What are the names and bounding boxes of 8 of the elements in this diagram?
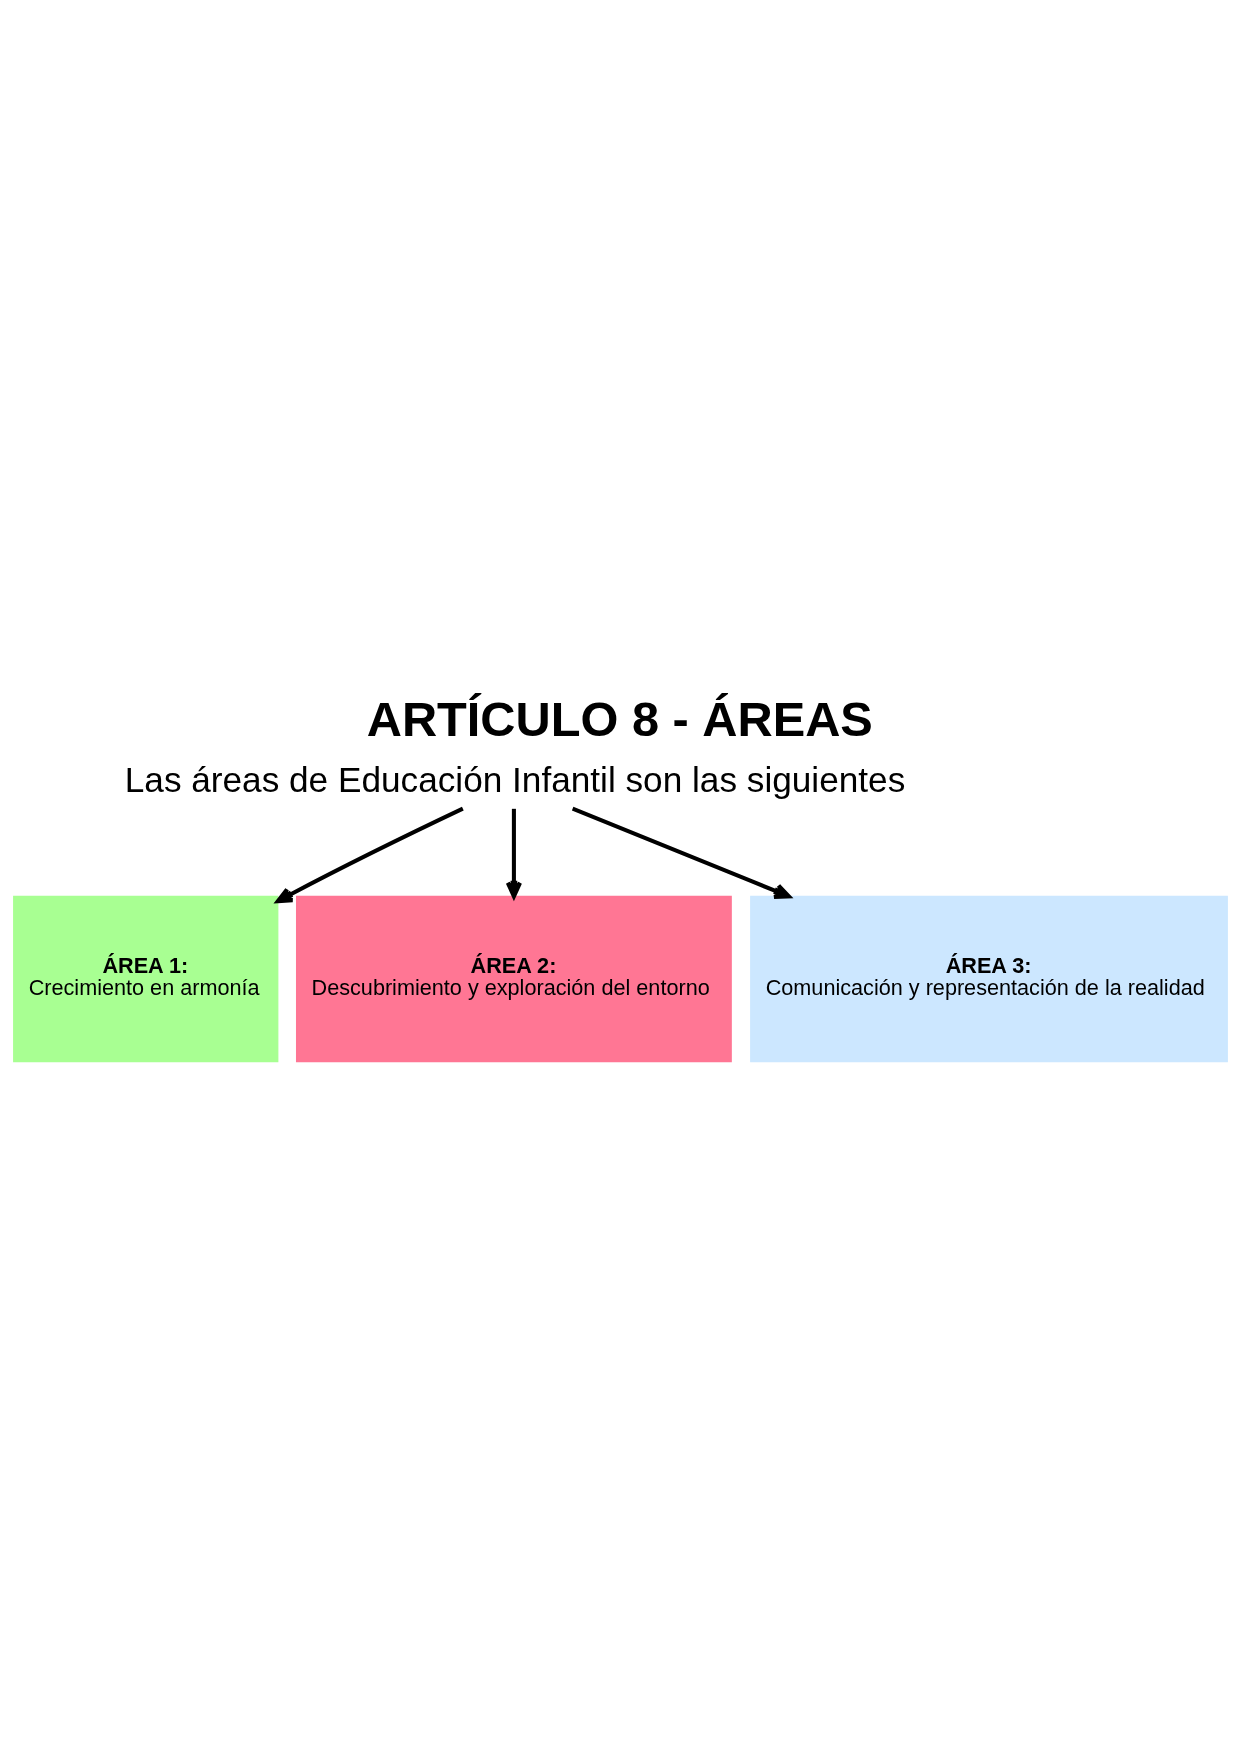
node-box: ÁREA 3: Comunicación y representación de la realidad — [750, 895, 1228, 1063]
arrow — [571, 806, 791, 899]
arrow — [275, 806, 464, 904]
node-text: Las áreas de Educación Infantil son las siguientes — [124, 759, 906, 799]
arrow — [505, 808, 523, 899]
diagram-title: ARTÍCULO 8 - ÁREAS — [366, 692, 873, 747]
node-box: ÁREA 1: Crecimiento en armonía — [13, 895, 279, 1063]
node-box: ÁREA 2: Descubrimiento y exploración del entorno — [296, 895, 732, 1063]
